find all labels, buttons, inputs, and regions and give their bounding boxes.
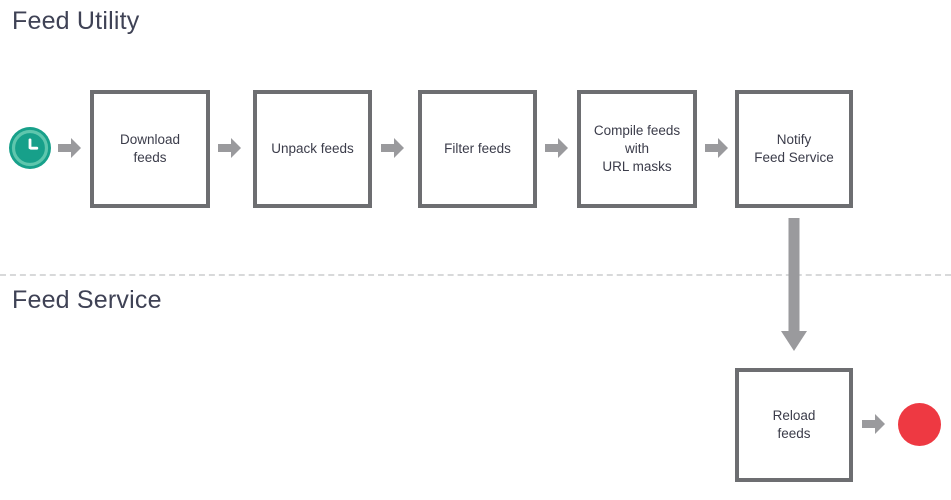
arrow-compile-to-notify (705, 137, 729, 159)
end-event-circle-icon[interactable] (898, 403, 941, 446)
arrow-unpack-to-filter (381, 137, 405, 159)
start-event-clock-icon[interactable] (8, 126, 52, 170)
arrow-start-to-download (58, 137, 82, 159)
process-label: Unpack feeds (271, 141, 354, 157)
process-box-compile-feeds[interactable]: Compile feeds with URL masks (577, 90, 697, 208)
process-label: Download feeds (119, 132, 181, 165)
lane-title-feed-service: Feed Service (12, 286, 162, 314)
lane-title-feed-utility: Feed Utility (12, 7, 140, 35)
lane-divider (0, 274, 951, 276)
process-label: Filter feeds (444, 141, 511, 157)
process-label: Compile feeds with URL masks (593, 123, 681, 174)
arrow-filter-to-compile (545, 137, 569, 159)
process-box-unpack-feeds[interactable]: Unpack feeds (253, 90, 372, 208)
arrow-download-to-unpack (218, 137, 242, 159)
process-box-notify-feed-service[interactable]: Notify Feed Service (735, 90, 853, 208)
process-box-filter-feeds[interactable]: Filter feeds (418, 90, 537, 208)
process-box-reload-feeds[interactable]: Reload feeds (735, 368, 853, 482)
arrow-notify-to-reload (779, 218, 809, 352)
arrow-reload-to-end (862, 413, 886, 435)
process-box-download-feeds[interactable]: Download feeds (90, 90, 210, 208)
process-label: Reload feeds (772, 408, 816, 441)
process-label: Notify Feed Service (754, 132, 834, 165)
